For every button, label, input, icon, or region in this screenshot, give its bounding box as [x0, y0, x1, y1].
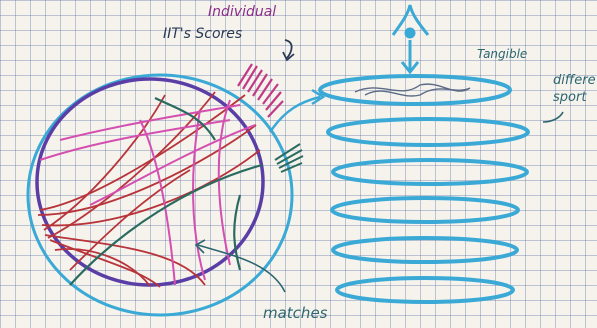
stack-layer-1 — [320, 76, 510, 104]
top-layer-scribble — [355, 84, 470, 96]
stack-layer-3 — [333, 160, 527, 184]
stack-layer-2 — [328, 119, 528, 145]
label-matches: matches — [263, 304, 328, 322]
stack-layer-4 — [332, 198, 518, 222]
sport-pointer-arrow — [543, 112, 563, 122]
label-individual: Individual — [208, 4, 276, 20]
stack-layer-5 — [333, 238, 517, 262]
label-iits-scores: IIT's Scores — [163, 26, 242, 42]
scores-pointer-arrow — [285, 40, 292, 58]
sport-stack — [320, 76, 528, 302]
network-diagram — [28, 64, 323, 315]
stack-layer-6 — [337, 278, 513, 302]
eye-icon — [393, 5, 428, 37]
score-hatch-teal — [275, 144, 303, 172]
label-sport: sport — [553, 90, 587, 105]
arrow-icon — [402, 40, 418, 72]
teal-arcs — [70, 98, 262, 285]
score-hatch-pink — [238, 64, 283, 117]
label-tangible: Tangible — [477, 47, 527, 61]
label-different: differe — [553, 73, 596, 88]
